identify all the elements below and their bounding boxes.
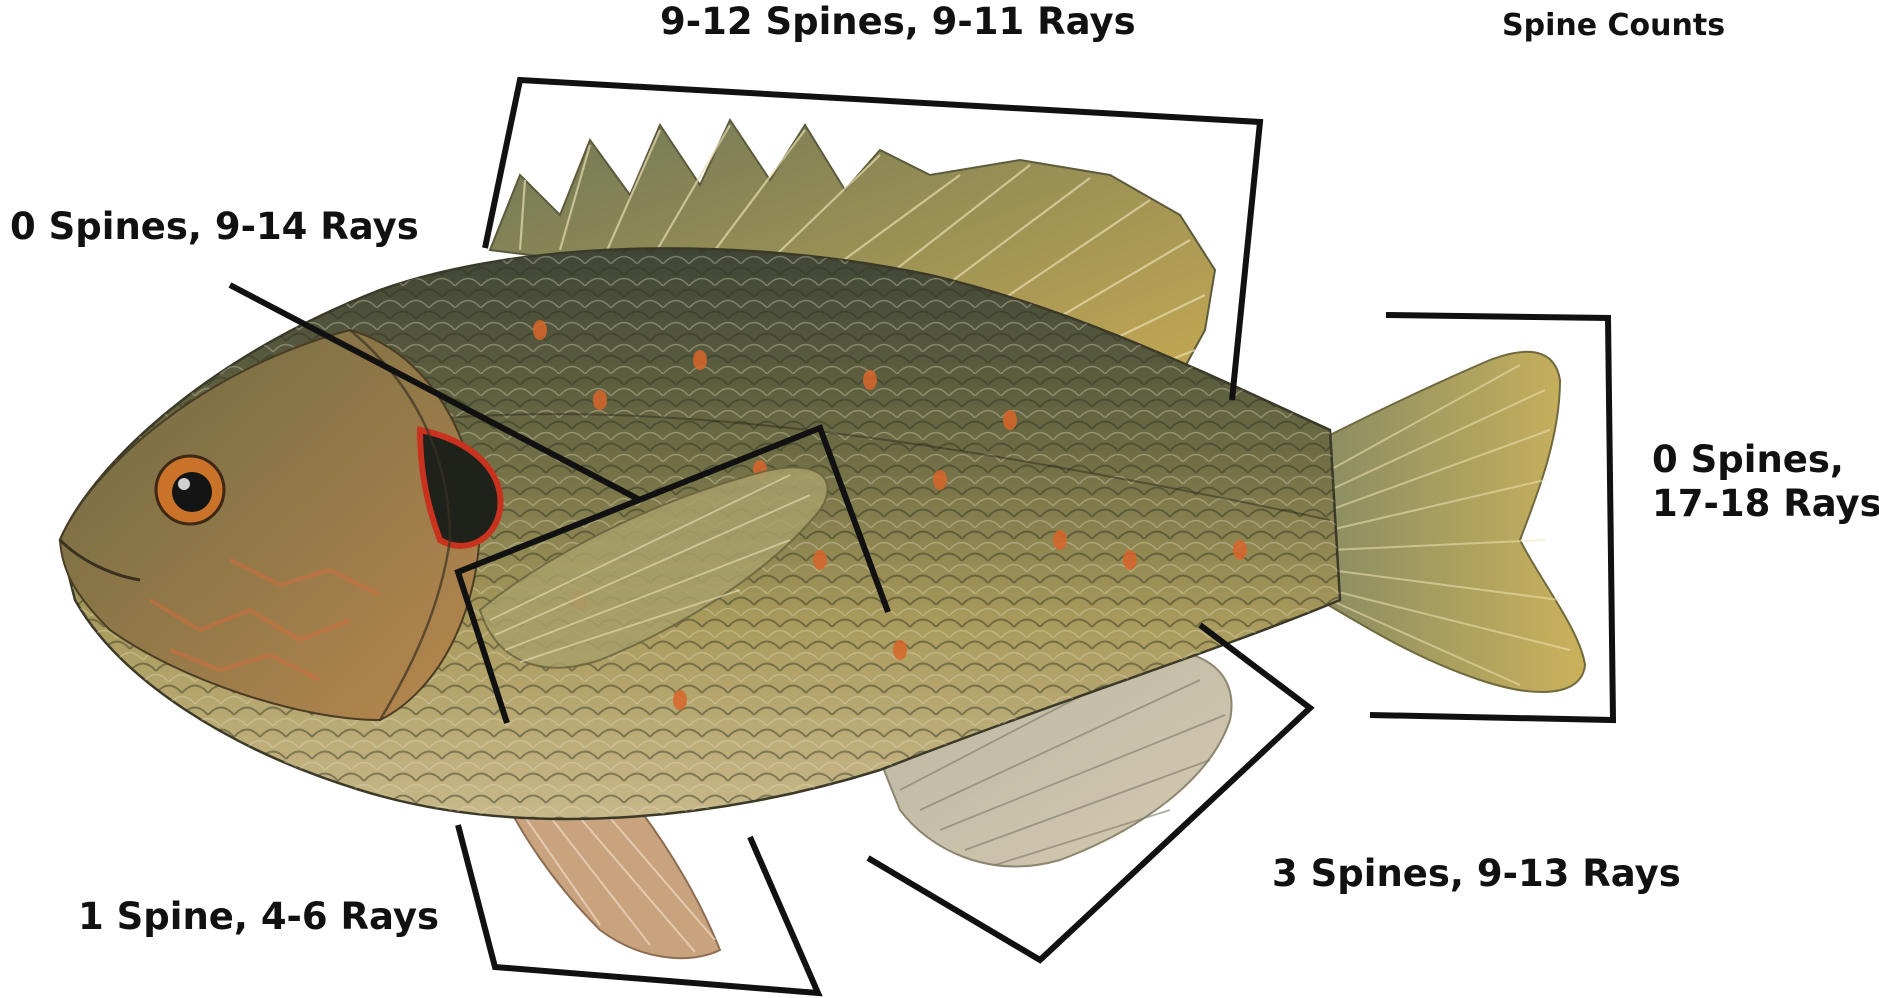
pelvic-fin — [505, 800, 720, 958]
dorsal-fin-label: 9-12 Spines, 9-11 Rays — [660, 0, 1136, 44]
anal-fin-label: 3 Spines, 9-13 Rays — [1272, 852, 1681, 896]
pelvic-fin-label: 1 Spine, 4-6 Rays — [78, 895, 439, 939]
eye — [156, 456, 224, 524]
caudal-fin-label: 0 Spines, 17-18 Rays — [1652, 438, 1879, 525]
caudal-spines-text: 0 Spines, — [1652, 438, 1879, 482]
pectoral-fin-label: 0 Spines, 9-14 Rays — [10, 205, 419, 249]
caudal-rays-text: 17-18 Rays — [1652, 482, 1879, 526]
top-right-partial-heading: Spine Counts — [1502, 8, 1725, 43]
caudal-fin — [1320, 352, 1585, 692]
